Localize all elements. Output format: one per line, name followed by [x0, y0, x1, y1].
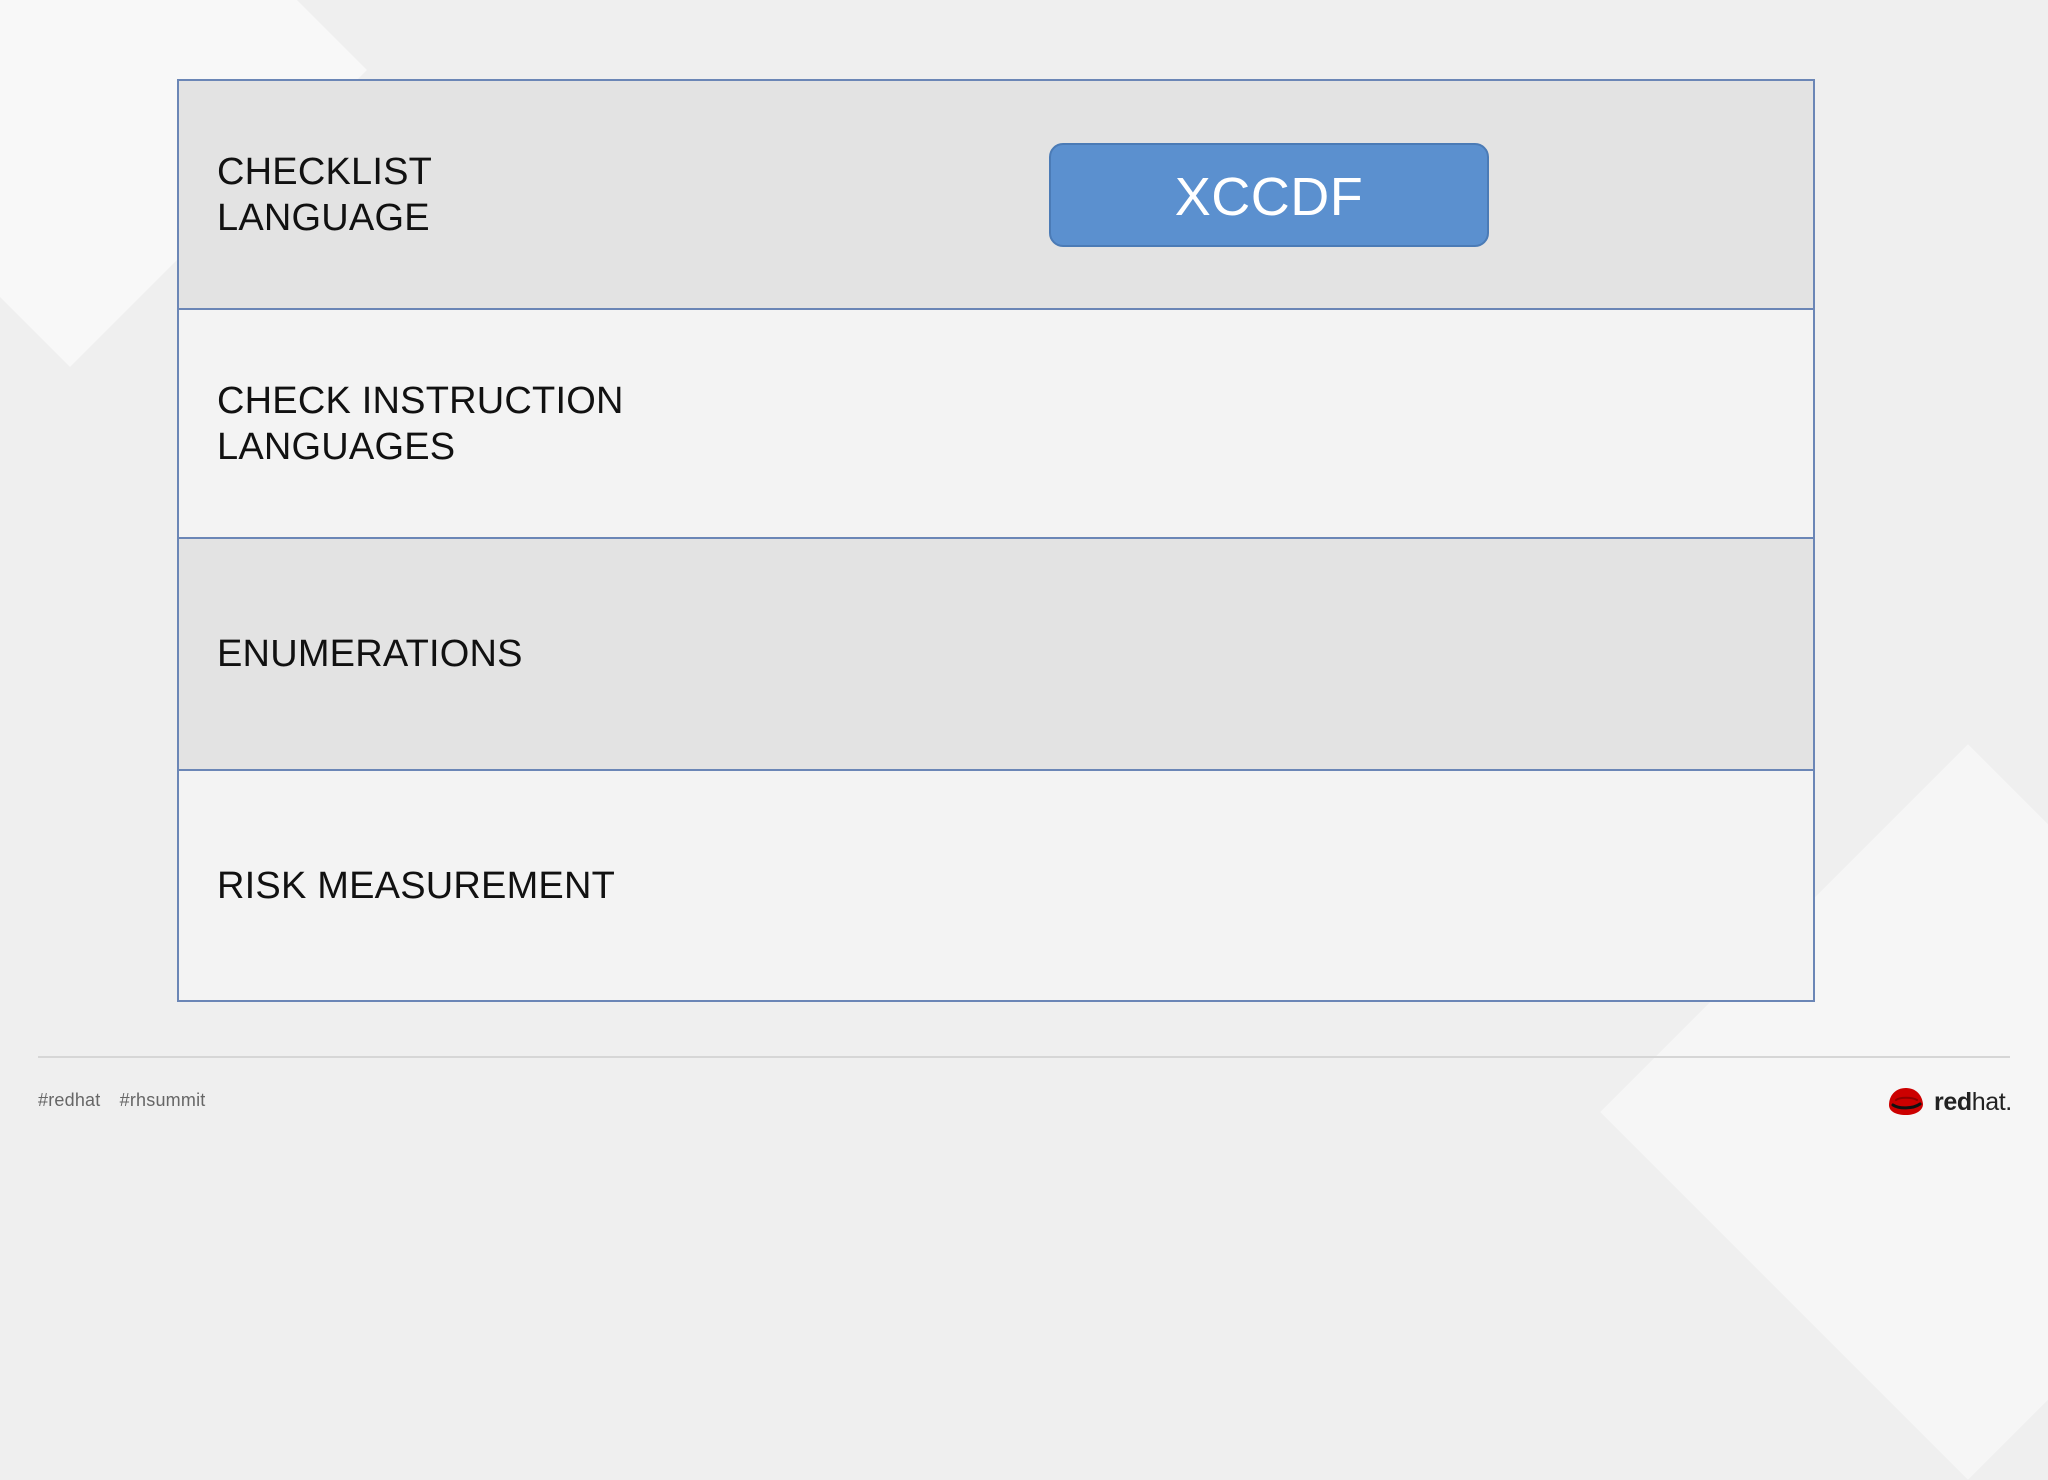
xccdf-chip: XCCDF: [1049, 143, 1489, 247]
row-risk-measurement: RISK MEASUREMENT: [179, 771, 1813, 1000]
red-hat-wordmark-bold: red: [1934, 1088, 1972, 1116]
hashtag-redhat: #redhat: [38, 1090, 101, 1110]
row-check-instruction-languages: CHECK INSTRUCTION LANGUAGES: [179, 310, 1813, 539]
row-enumerations: ENUMERATIONS: [179, 539, 1813, 771]
red-hat-shadowman-icon: [1889, 1088, 1923, 1115]
row-label-enumerations: ENUMERATIONS: [217, 633, 523, 675]
red-hat-wordmark-thin: hat.: [1971, 1088, 2013, 1116]
row-checklist-language: CHECKLIST LANGUAGE XCCDF: [179, 81, 1813, 310]
footer-hashtags: #redhat #rhsummit: [38, 1090, 205, 1111]
row-label-checklist-language: CHECKLIST LANGUAGE: [217, 150, 433, 239]
row-label-check-instruction-languages: CHECK INSTRUCTION LANGUAGES: [217, 379, 624, 468]
row-label-risk-measurement: RISK MEASUREMENT: [217, 864, 616, 907]
red-hat-wordmark: redhat.: [1934, 1088, 2012, 1116]
footer-divider: [38, 1056, 2010, 1058]
red-hat-logo: redhat.: [1884, 1080, 2012, 1120]
hashtag-rhsummit: #rhsummit: [119, 1090, 206, 1110]
layer-stack: CHECKLIST LANGUAGE XCCDF CHECK INSTRUCTI…: [177, 79, 1815, 1002]
